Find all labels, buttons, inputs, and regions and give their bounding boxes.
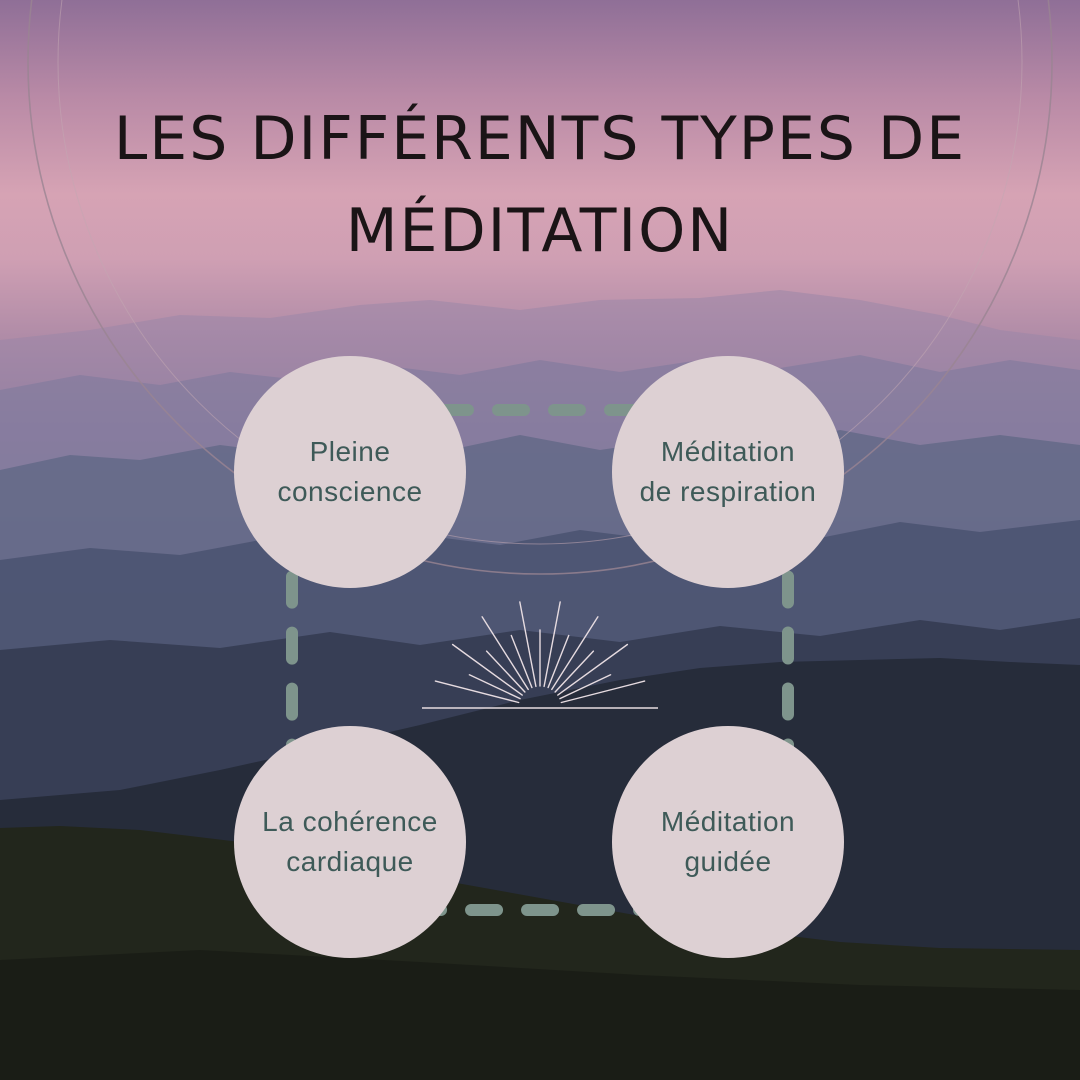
bubble-meditation-respiration: Méditation de respiration bbox=[612, 356, 844, 588]
bubble-label: Méditation guidée bbox=[660, 806, 796, 877]
sunburst-ray bbox=[519, 601, 537, 688]
bubble-coherence-cardiaque: La cohérence cardiaque bbox=[234, 726, 466, 958]
bubble-label: La cohérence cardiaque bbox=[262, 806, 438, 877]
sunburst-ray bbox=[481, 616, 529, 691]
bubble-meditation-guidee: Méditation guidée bbox=[612, 726, 844, 958]
sunburst-ray bbox=[543, 601, 561, 688]
sunburst-ray bbox=[547, 634, 570, 689]
sunburst-ray bbox=[434, 680, 520, 704]
sunburst-ray bbox=[559, 674, 612, 700]
sunburst-ray bbox=[557, 643, 629, 696]
grass-shade bbox=[0, 950, 1080, 1080]
sunburst-ray bbox=[551, 616, 599, 691]
sunburst-ray bbox=[468, 674, 521, 700]
bubble-label: Méditation de respiration bbox=[639, 436, 817, 507]
page-title-line-2: MÉDITATION bbox=[345, 196, 735, 266]
bubble-pleine-conscience: Pleine conscience bbox=[234, 356, 466, 588]
bubble-label: Pleine conscience bbox=[277, 436, 423, 507]
sunburst-ray bbox=[451, 643, 523, 696]
sunburst-ray bbox=[485, 650, 526, 693]
sunburst-ray bbox=[560, 680, 646, 704]
sunburst-ray bbox=[554, 650, 595, 693]
sunburst-ray bbox=[510, 634, 533, 689]
page-title-line-1: LES DIFFÉRENTS TYPES DE bbox=[113, 104, 967, 174]
